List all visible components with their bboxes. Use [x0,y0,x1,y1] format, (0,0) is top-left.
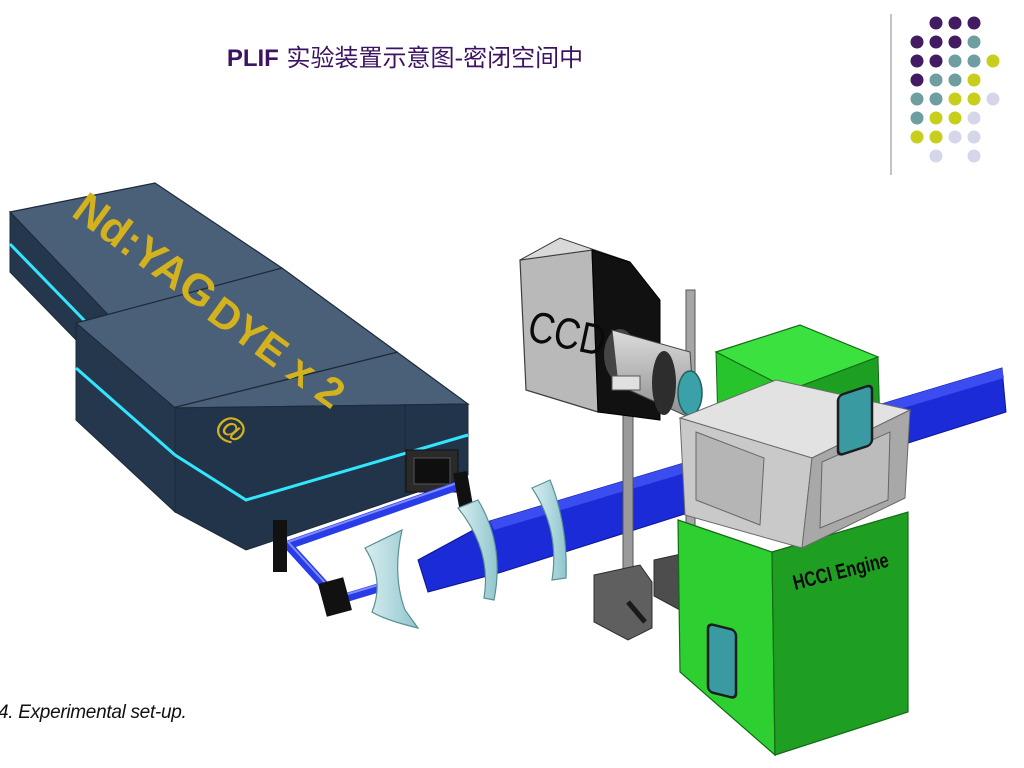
decorative-dot [948,35,962,49]
decorative-dot [967,149,981,163]
mirror-right [453,471,473,507]
decorative-dot [910,92,924,106]
decorative-dot [967,16,981,30]
mirror-bottom [318,577,352,617]
decorative-dot [929,92,943,106]
decorative-dot [967,54,981,68]
decorative-dot [910,73,924,87]
mirror-left [273,520,287,572]
ccd-lens-ring [652,351,676,415]
cylindrical-lens-1 [364,528,420,629]
decorative-dot [910,111,924,125]
decorative-dot [929,73,943,87]
quartz-window-left [706,623,738,699]
ccd-camera-assembly: CCD [519,237,703,641]
decorative-dot [929,54,943,68]
decorative-dot [967,92,981,106]
dot-group [910,16,1000,163]
laser-system: Nd:YAG DYE x 2 @ [8,182,470,551]
stand-base-1 [593,564,653,641]
beam-path-mirrors-highlight [286,481,461,599]
title-prefix: PLIF [226,45,279,72]
decorative-dot [948,130,962,144]
beam-path-mirrors [280,480,462,606]
dye-glow-line-left [75,366,176,457]
title-text: 实验装置示意图-密闭空间中 [278,44,584,72]
hcci-engine: HCCI Engine [677,324,912,757]
decorative-dot [967,73,981,87]
decorative-dot [948,111,962,125]
decorative-dot [967,35,981,49]
decorative-dot [929,35,943,49]
cylindrical-lens-3 [531,479,567,581]
decorative-dot [910,130,924,144]
decorative-dot [948,73,962,87]
decorative-dot [910,54,924,68]
decorative-dot [929,111,943,125]
decorative-dot [948,92,962,106]
decorative-dot [948,16,962,30]
decorative-dot [967,111,981,125]
decorative-dot [967,130,981,144]
optical-frame-left [695,431,765,526]
beam-steering-optics [273,471,473,617]
laser-output-aperture [413,457,451,485]
decorative-dot [910,35,924,49]
decorative-dot-grid [890,14,1000,175]
decorative-dot [929,130,943,144]
decorative-dot [986,54,1000,68]
decorative-dot [929,16,943,30]
decorative-dot [948,54,962,68]
decorative-dot [986,92,1000,106]
figure-caption: 4. Experimental set-up. [0,702,187,723]
decorative-dot [929,149,943,163]
ccd-lens-glass [677,370,703,416]
cylindrical-lens-2 [457,499,498,601]
engine-block-right [771,511,909,756]
dye-box-seam [171,351,399,409]
sheet-forming-optics [364,479,567,629]
stand-clamp [611,375,641,391]
dye-glow-line-front [174,433,469,502]
quartz-window-right [836,384,874,456]
page-title: PLIF 实验装置示意图-密闭空间中 [0,38,810,73]
stand-base-handle [626,600,647,624]
